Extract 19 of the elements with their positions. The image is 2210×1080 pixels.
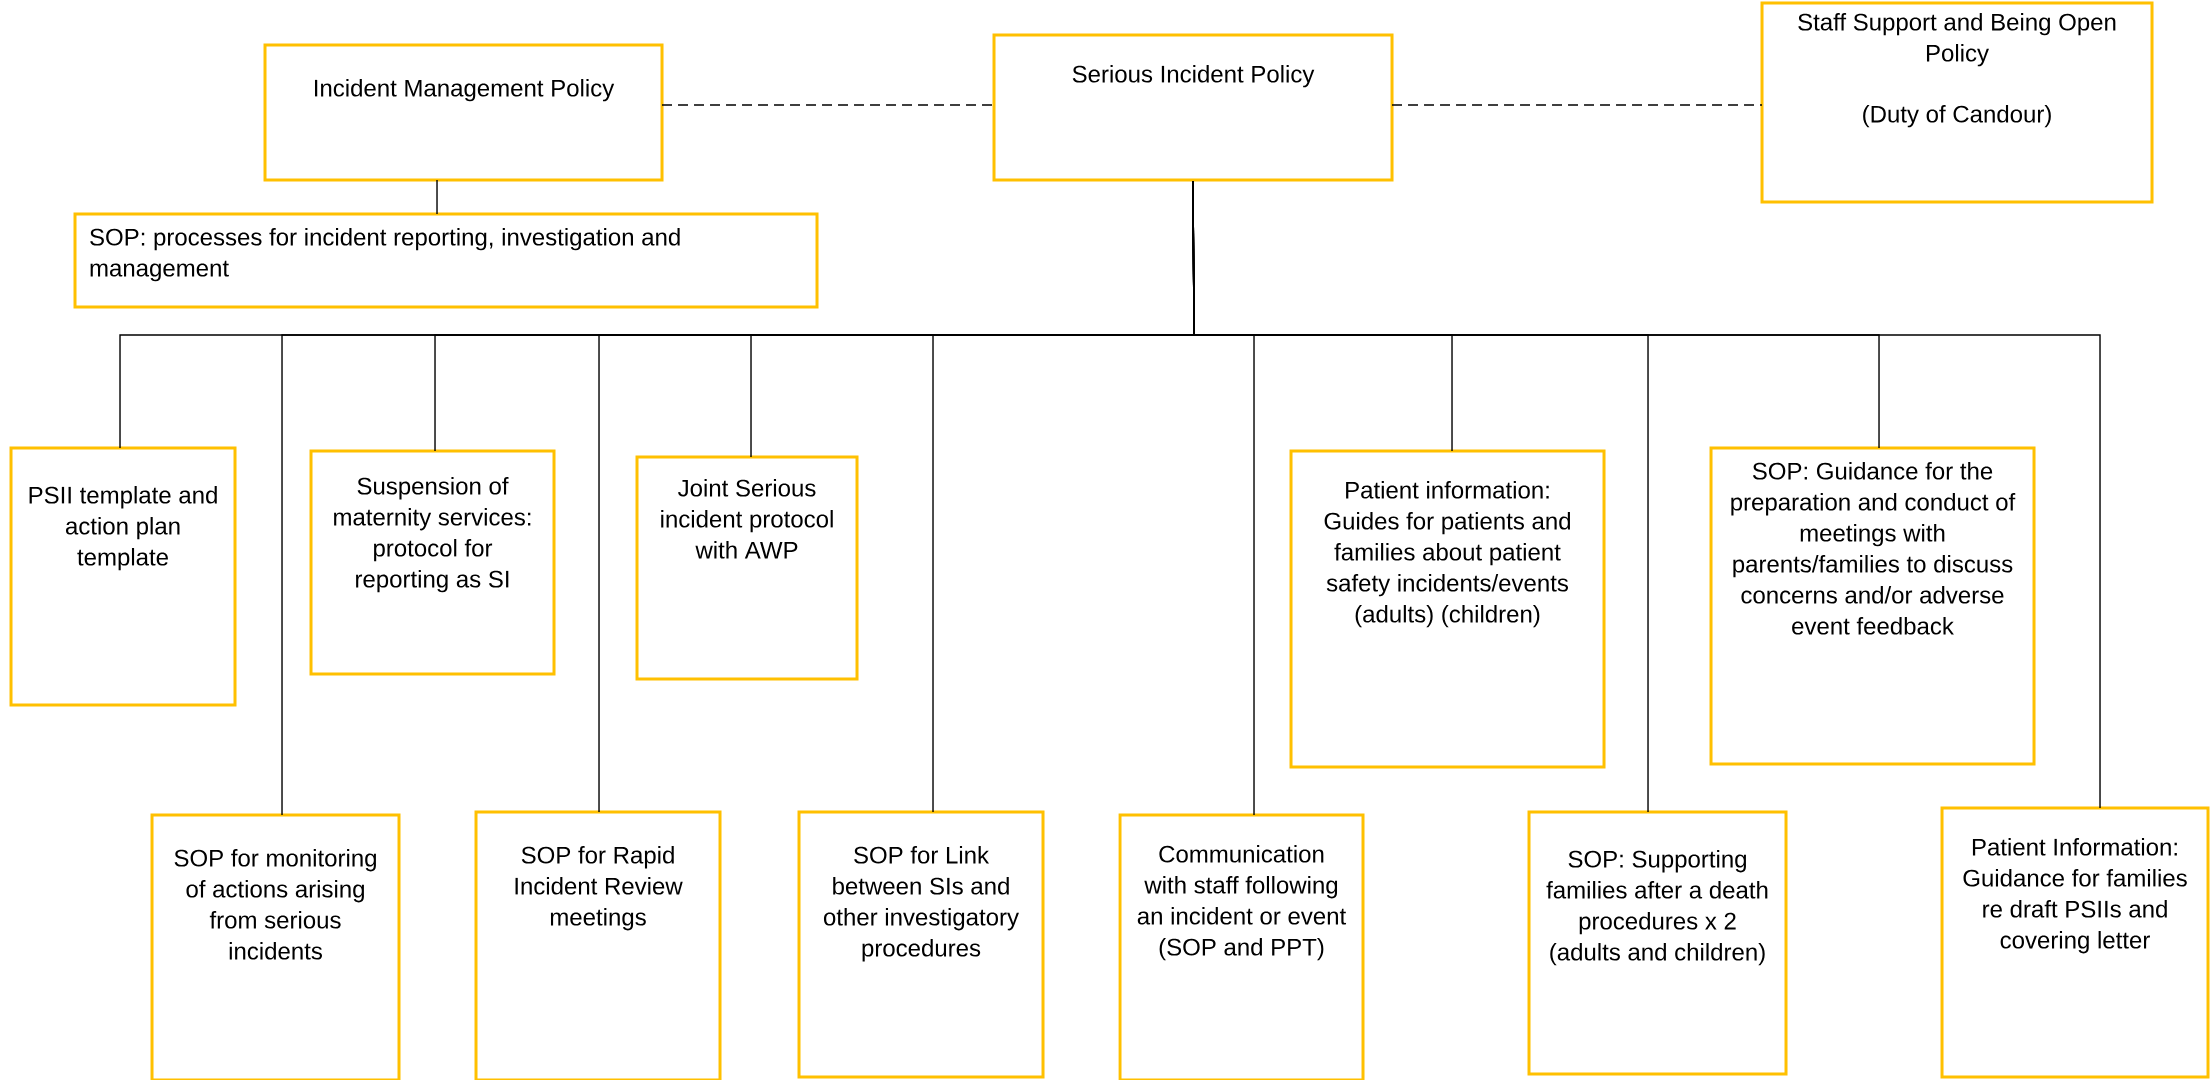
connector-line [436,179,438,215]
process-box: SOP for Link between SIs and other investigatory procedures [797,810,1045,1079]
process-box: Serious Incident Policy [992,33,1394,182]
process-box: SOP: processes for incident reporting, investigation and management [73,212,819,309]
connector-line [661,104,995,106]
process-box: Incident Management Policy [263,43,664,182]
process-box: Joint Serious incident protocol with AWP [635,455,859,681]
process-box: SOP: Guidance for the preparation and conduct of meetings with parents/families to discuss concerns and/or adverse event feedback [1709,446,2036,766]
process-box: SOP for Rapid Incident Review meetings [474,810,722,1080]
process-box: Patient information: Guides for patients and families about patient safety incidents/events (adults) (children) [1289,449,1606,769]
process-box: SOP for monitoring of actions arising from serious incidents [150,813,401,1080]
process-box: Suspension of maternity services: protocol for reporting as SI [309,449,556,676]
process-box: Communication with staff following an incident or event (SOP and PPT) [1118,813,1365,1080]
connector-line [1192,180,2101,809]
connector-line [1391,104,1763,106]
process-box: PSII template and action plan template [9,446,237,707]
process-box: Patient Information: Guidance for families re draft PSIIs and covering letter [1940,806,2210,1079]
process-box: SOP: Supporting families after a death procedures x 2 (adults and children) [1527,810,1788,1076]
process-box: Staff Support and Being Open Policy (Duty of Candour) [1760,1,2154,204]
